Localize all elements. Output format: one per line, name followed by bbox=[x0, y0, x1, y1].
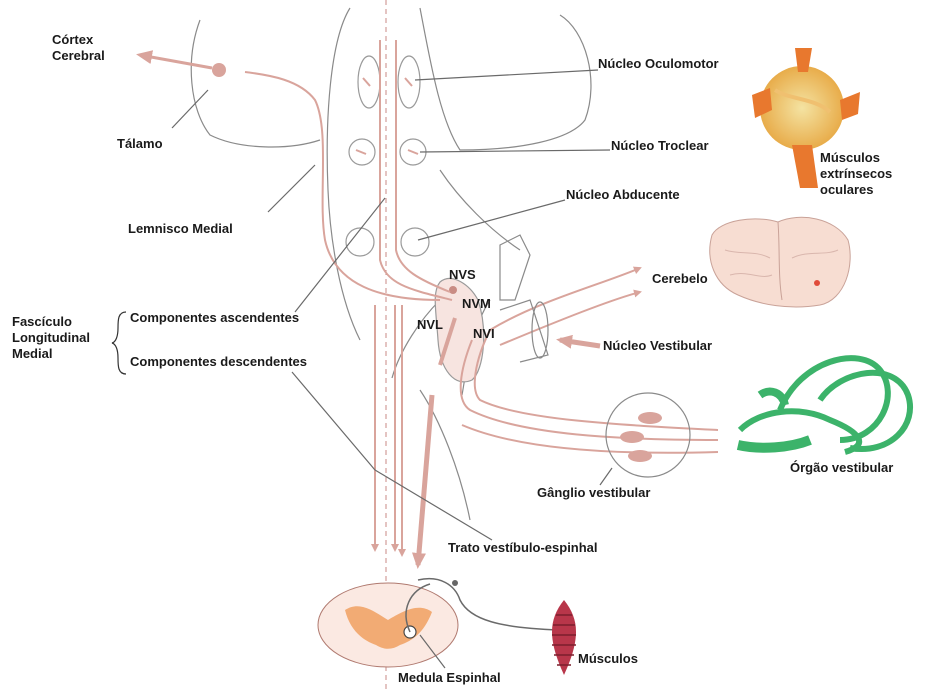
label-lemnisco: Lemnisco Medial bbox=[128, 221, 233, 237]
oculomotor-nucleus-left bbox=[358, 56, 380, 108]
label-nvl: NVL bbox=[417, 317, 443, 333]
label-musculos: Músculos bbox=[578, 651, 638, 667]
label-musculos-oculares: Músculos extrínsecos oculares bbox=[820, 150, 892, 198]
label-musculos-oculares-line1: Músculos bbox=[820, 150, 892, 166]
label-nucleo-oculomotor: Núcleo Oculomotor bbox=[598, 56, 719, 72]
abducens-nucleus-right bbox=[401, 228, 429, 256]
cerebellum-graphic bbox=[710, 217, 850, 307]
label-nucleo-vestibular: Núcleo Vestibular bbox=[603, 338, 712, 354]
nuclei bbox=[346, 56, 429, 256]
label-fasciculo-line3: Medial bbox=[12, 346, 90, 362]
label-nucleo-abducente: Núcleo Abducente bbox=[566, 187, 680, 203]
nucleo-vestibular-arrow bbox=[560, 340, 600, 346]
label-cortex: Córtex Cerebral bbox=[52, 32, 105, 64]
label-medula: Medula Espinhal bbox=[398, 670, 501, 686]
label-cerebelo: Cerebelo bbox=[652, 271, 708, 287]
label-nvs: NVS bbox=[449, 267, 476, 283]
label-cortex-line1: Córtex bbox=[52, 32, 105, 48]
muscle-graphic bbox=[552, 600, 576, 675]
label-comp-desc: Componentes descendentes bbox=[130, 354, 307, 370]
label-nucleo-troclear: Núcleo Troclear bbox=[611, 138, 709, 154]
label-nvm: NVM bbox=[462, 296, 491, 312]
vestibular-ganglion bbox=[606, 393, 690, 477]
label-trato: Trato vestíbulo-espinhal bbox=[448, 540, 598, 556]
label-cortex-line2: Cerebral bbox=[52, 48, 105, 64]
label-ganglio-vestibular: Gânglio vestibular bbox=[537, 485, 650, 501]
label-fasciculo-line1: Fascículo bbox=[12, 314, 90, 330]
label-fasciculo-line2: Longitudinal bbox=[12, 330, 90, 346]
vestibular-nerve bbox=[461, 268, 718, 453]
vestibular-nerve-tube bbox=[500, 300, 548, 362]
label-nvi: NVI bbox=[473, 326, 495, 342]
brace bbox=[112, 312, 126, 374]
spinal-cord bbox=[318, 580, 458, 667]
vestibular-organ-graphic bbox=[738, 358, 910, 452]
label-talamo: Tálamo bbox=[117, 136, 163, 152]
label-fasciculo: Fascículo Longitudinal Medial bbox=[12, 314, 90, 362]
label-musculos-oculares-line3: oculares bbox=[820, 182, 892, 198]
label-musculos-oculares-line2: extrínsecos bbox=[820, 166, 892, 182]
label-comp-asc: Componentes ascendentes bbox=[130, 310, 299, 326]
label-orgao-vestibular: Órgão vestibular bbox=[790, 460, 893, 476]
